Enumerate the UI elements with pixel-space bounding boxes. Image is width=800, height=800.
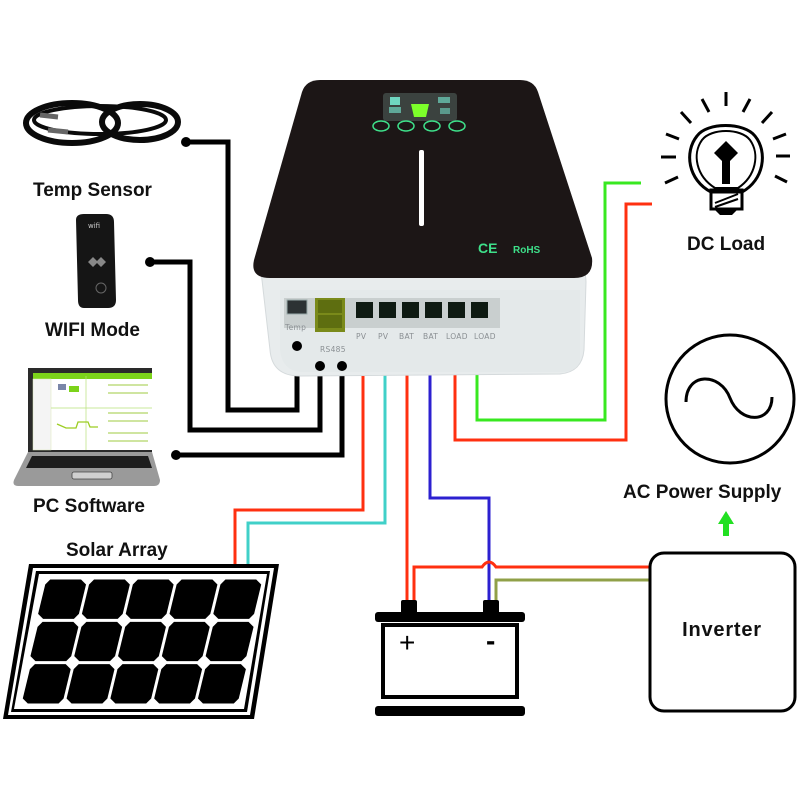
solar-cell bbox=[110, 664, 159, 704]
solar-cell bbox=[38, 579, 87, 619]
controller-buttons bbox=[372, 120, 466, 132]
wifi-badge: wifi bbox=[88, 222, 100, 230]
terminal-label-pv-neg: PV bbox=[378, 332, 389, 341]
solar-cells bbox=[22, 579, 262, 704]
wifi-wire bbox=[150, 259, 323, 433]
inverter-label: Inverter bbox=[682, 619, 762, 641]
pc-software-label: PC Software bbox=[33, 496, 145, 517]
dc-load: DC Load bbox=[661, 92, 790, 255]
battery-plus-sign: + bbox=[399, 627, 415, 658]
battery-positive-terminal bbox=[401, 600, 417, 615]
rs485-connector-dot-1 bbox=[315, 361, 325, 371]
terminal-label-bat-pos: BAT bbox=[399, 332, 414, 341]
button-up[interactable] bbox=[397, 120, 415, 132]
load-positive-wire bbox=[453, 202, 652, 442]
inverter: Inverter bbox=[648, 551, 797, 713]
button-ok[interactable] bbox=[448, 120, 466, 132]
charge-controller: CE RoHS Temp RS485 PV PV BAT BAT LOAD LO… bbox=[253, 80, 593, 377]
pv-positive-wire bbox=[233, 343, 365, 565]
solar-cell bbox=[125, 579, 174, 619]
inverter-negative-wire bbox=[494, 578, 650, 600]
solar-cell bbox=[197, 664, 246, 704]
solar-cell bbox=[22, 664, 71, 704]
temp-connector-dot bbox=[292, 341, 302, 351]
button-esc[interactable] bbox=[372, 120, 390, 132]
solar-cell bbox=[66, 664, 115, 704]
terminal-label-pv-pos: PV bbox=[356, 332, 367, 341]
rohs-mark: RoHS bbox=[513, 245, 541, 256]
pc-connector-dot bbox=[171, 450, 181, 460]
solar-cell bbox=[161, 621, 210, 662]
battery-minus-sign: - bbox=[486, 625, 495, 656]
terminal-label-load-pos: LOAD bbox=[446, 332, 468, 341]
solar-cell bbox=[213, 579, 262, 619]
dc-load-label: DC Load bbox=[687, 234, 765, 255]
cable-coil-icon bbox=[23, 100, 181, 146]
sine-wave-icon bbox=[684, 377, 774, 419]
battery: + - bbox=[375, 600, 525, 716]
button-down[interactable] bbox=[423, 120, 441, 132]
rs485-connector-dot-2 bbox=[337, 361, 347, 371]
rs485-port-label: RS485 bbox=[320, 345, 346, 354]
up-arrow-icon bbox=[718, 511, 734, 536]
battery-body bbox=[381, 623, 519, 699]
pc-wire bbox=[176, 366, 345, 458]
temp-sensor-wire bbox=[186, 139, 300, 413]
wifi-module: wifi WIFI Mode bbox=[45, 214, 155, 341]
terminal-label-load-neg: LOAD bbox=[474, 332, 496, 341]
wifi-module-label: WIFI Mode bbox=[45, 320, 140, 341]
solar-cell bbox=[30, 621, 79, 662]
wifi-connector-dot bbox=[145, 257, 155, 267]
temp-port bbox=[286, 299, 308, 315]
ce-mark: CE bbox=[478, 240, 497, 256]
battery-negative-terminal bbox=[483, 600, 499, 615]
ac-circle-icon bbox=[664, 333, 796, 465]
temp-sensor: Temp Sensor bbox=[23, 100, 191, 201]
load-negative-wire bbox=[475, 181, 641, 422]
temp-port-label: Temp bbox=[284, 323, 306, 332]
status-light-bar bbox=[419, 150, 424, 226]
ac-power-supply-label: AC Power Supply bbox=[623, 482, 782, 503]
solar-cell bbox=[205, 621, 254, 662]
terminal-block bbox=[356, 302, 488, 318]
terminal-label-bat-neg: BAT bbox=[423, 332, 438, 341]
solar-cell bbox=[74, 621, 123, 662]
battery-negative-wire bbox=[428, 343, 491, 600]
inverter-positive-wire bbox=[412, 560, 650, 600]
light-bulb-icon bbox=[661, 92, 790, 215]
solar-array-label: Solar Array bbox=[66, 540, 168, 561]
pc-laptop: PC Software bbox=[13, 368, 181, 517]
lcd-screen bbox=[383, 93, 457, 121]
solar-cell bbox=[154, 664, 203, 704]
ac-power-supply: AC Power Supply bbox=[623, 333, 796, 536]
inverter-box bbox=[648, 551, 797, 713]
wires bbox=[150, 139, 652, 600]
solar-array: Solar Array bbox=[3, 540, 279, 719]
pv-negative-wire bbox=[246, 343, 387, 565]
solar-cell bbox=[118, 621, 166, 662]
solar-cell bbox=[169, 579, 218, 619]
temp-sensor-connector-dot bbox=[181, 137, 191, 147]
temp-sensor-label: Temp Sensor bbox=[33, 180, 153, 201]
solar-cell bbox=[81, 579, 130, 619]
